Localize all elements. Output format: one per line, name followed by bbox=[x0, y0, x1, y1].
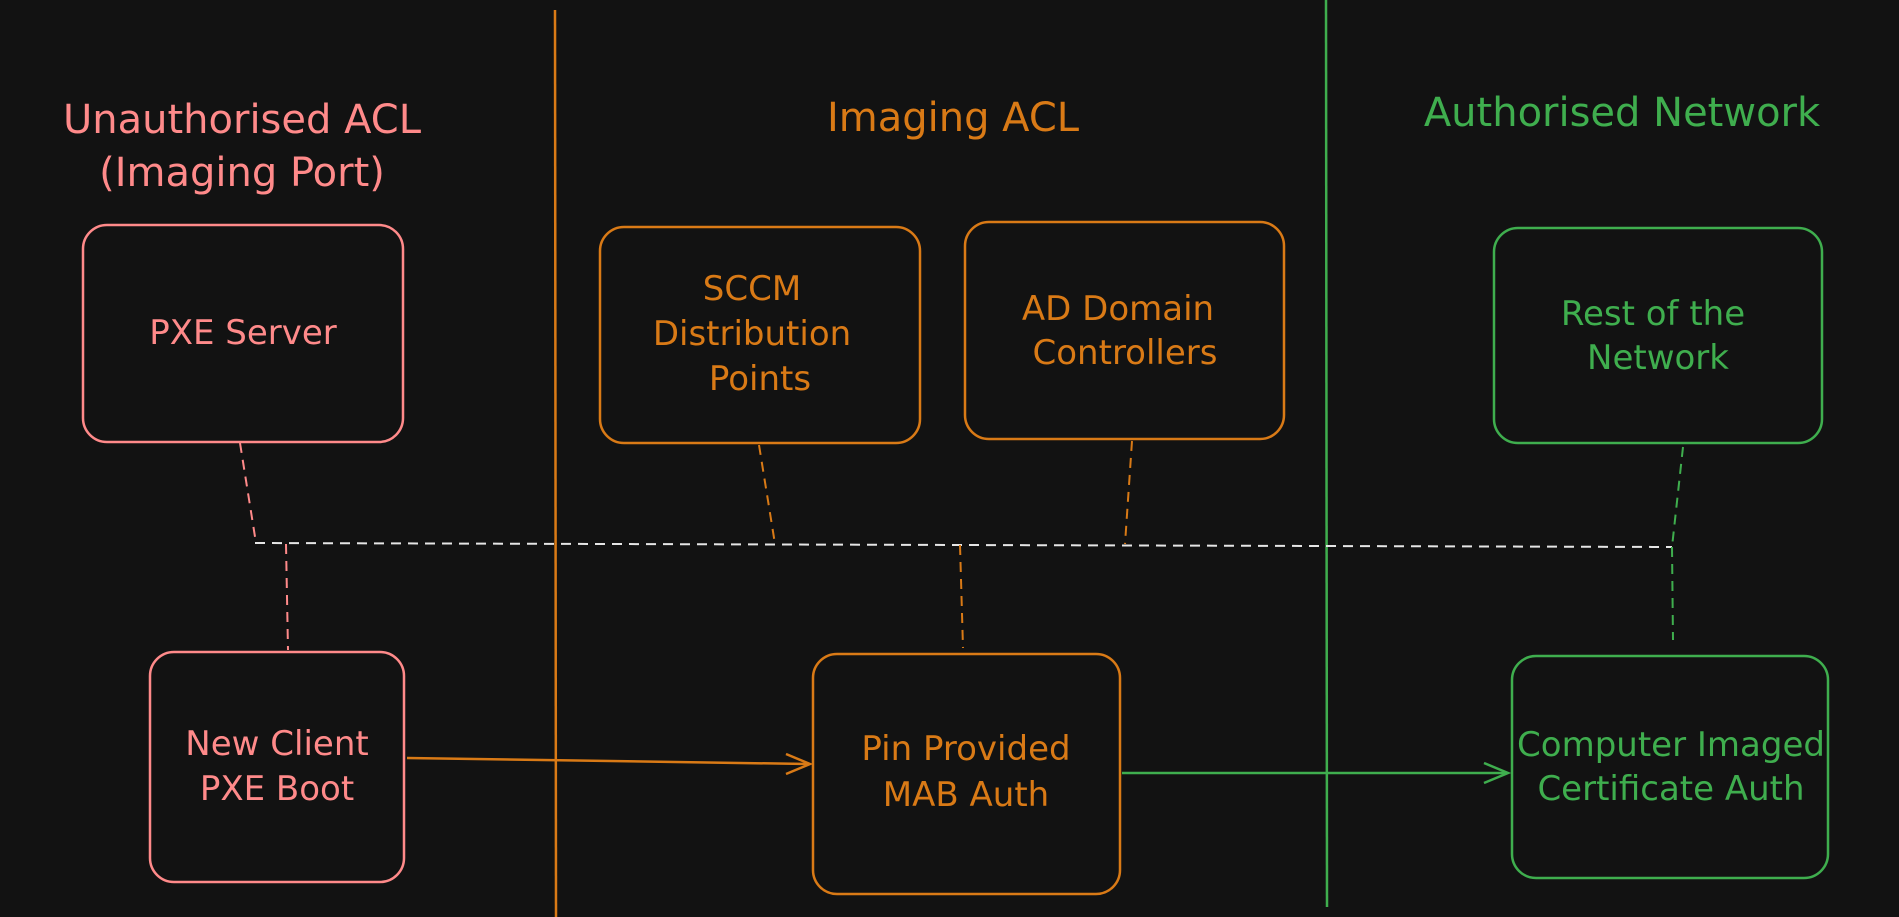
arrow-client-to-mab bbox=[406, 756, 809, 766]
imaging-zone-divider bbox=[553, 9, 558, 917]
shared-network-connector bbox=[254, 542, 1673, 548]
new-client-label-line2: PXE Boot bbox=[200, 769, 354, 809]
pxe-server-link bbox=[239, 442, 257, 544]
ad-dc-box bbox=[963, 220, 1286, 441]
ad-dc-link bbox=[1124, 440, 1133, 545]
sccm-label-line2: Distribution bbox=[653, 314, 851, 354]
sccm-box bbox=[598, 225, 922, 445]
new-client-link bbox=[285, 543, 289, 651]
computer-imaged-link bbox=[1671, 546, 1674, 641]
new-client-box bbox=[148, 650, 406, 884]
pin-mab-label-line2: MAB Auth bbox=[883, 775, 1049, 815]
new-client-label-line1: New Client bbox=[185, 724, 368, 764]
sccm-label-line1: SCCM bbox=[703, 269, 801, 309]
computer-imaged-label-line2: Certificate Auth bbox=[1537, 769, 1804, 809]
rest-network-label-line2: Network bbox=[1587, 338, 1729, 378]
unauthorised-zone-subtitle: (Imaging Port) bbox=[99, 150, 385, 196]
authorised-zone-divider bbox=[1324, 0, 1329, 908]
sccm-label-line3: Points bbox=[709, 359, 811, 399]
sccm-link bbox=[758, 444, 776, 545]
arrow-client-to-mab-head bbox=[785, 752, 814, 776]
computer-imaged-label-line1: Computer Imaged bbox=[1517, 725, 1825, 765]
ad-dc-label-line1: AD Domain bbox=[1022, 289, 1214, 329]
arrow-mab-to-certificate-head bbox=[1483, 761, 1512, 785]
rest-network-label-line1: Rest of the bbox=[1561, 294, 1745, 334]
rest-network-box bbox=[1492, 226, 1824, 445]
pin-mab-box bbox=[811, 652, 1122, 896]
pxe-server-box bbox=[81, 223, 405, 444]
pin-mab-link bbox=[959, 544, 964, 649]
authorised-zone-title: Authorised Network bbox=[1424, 90, 1821, 136]
unauthorised-zone-title: Unauthorised ACL bbox=[63, 97, 422, 143]
pin-mab-label-line1: Pin Provided bbox=[861, 729, 1070, 769]
ad-dc-label-line2: Controllers bbox=[1033, 333, 1218, 373]
computer-imaged-box bbox=[1510, 654, 1830, 880]
pxe-server-label: PXE Server bbox=[149, 313, 337, 353]
imaging-zone-title: Imaging ACL bbox=[827, 95, 1080, 141]
rest-network-link bbox=[1671, 446, 1684, 548]
